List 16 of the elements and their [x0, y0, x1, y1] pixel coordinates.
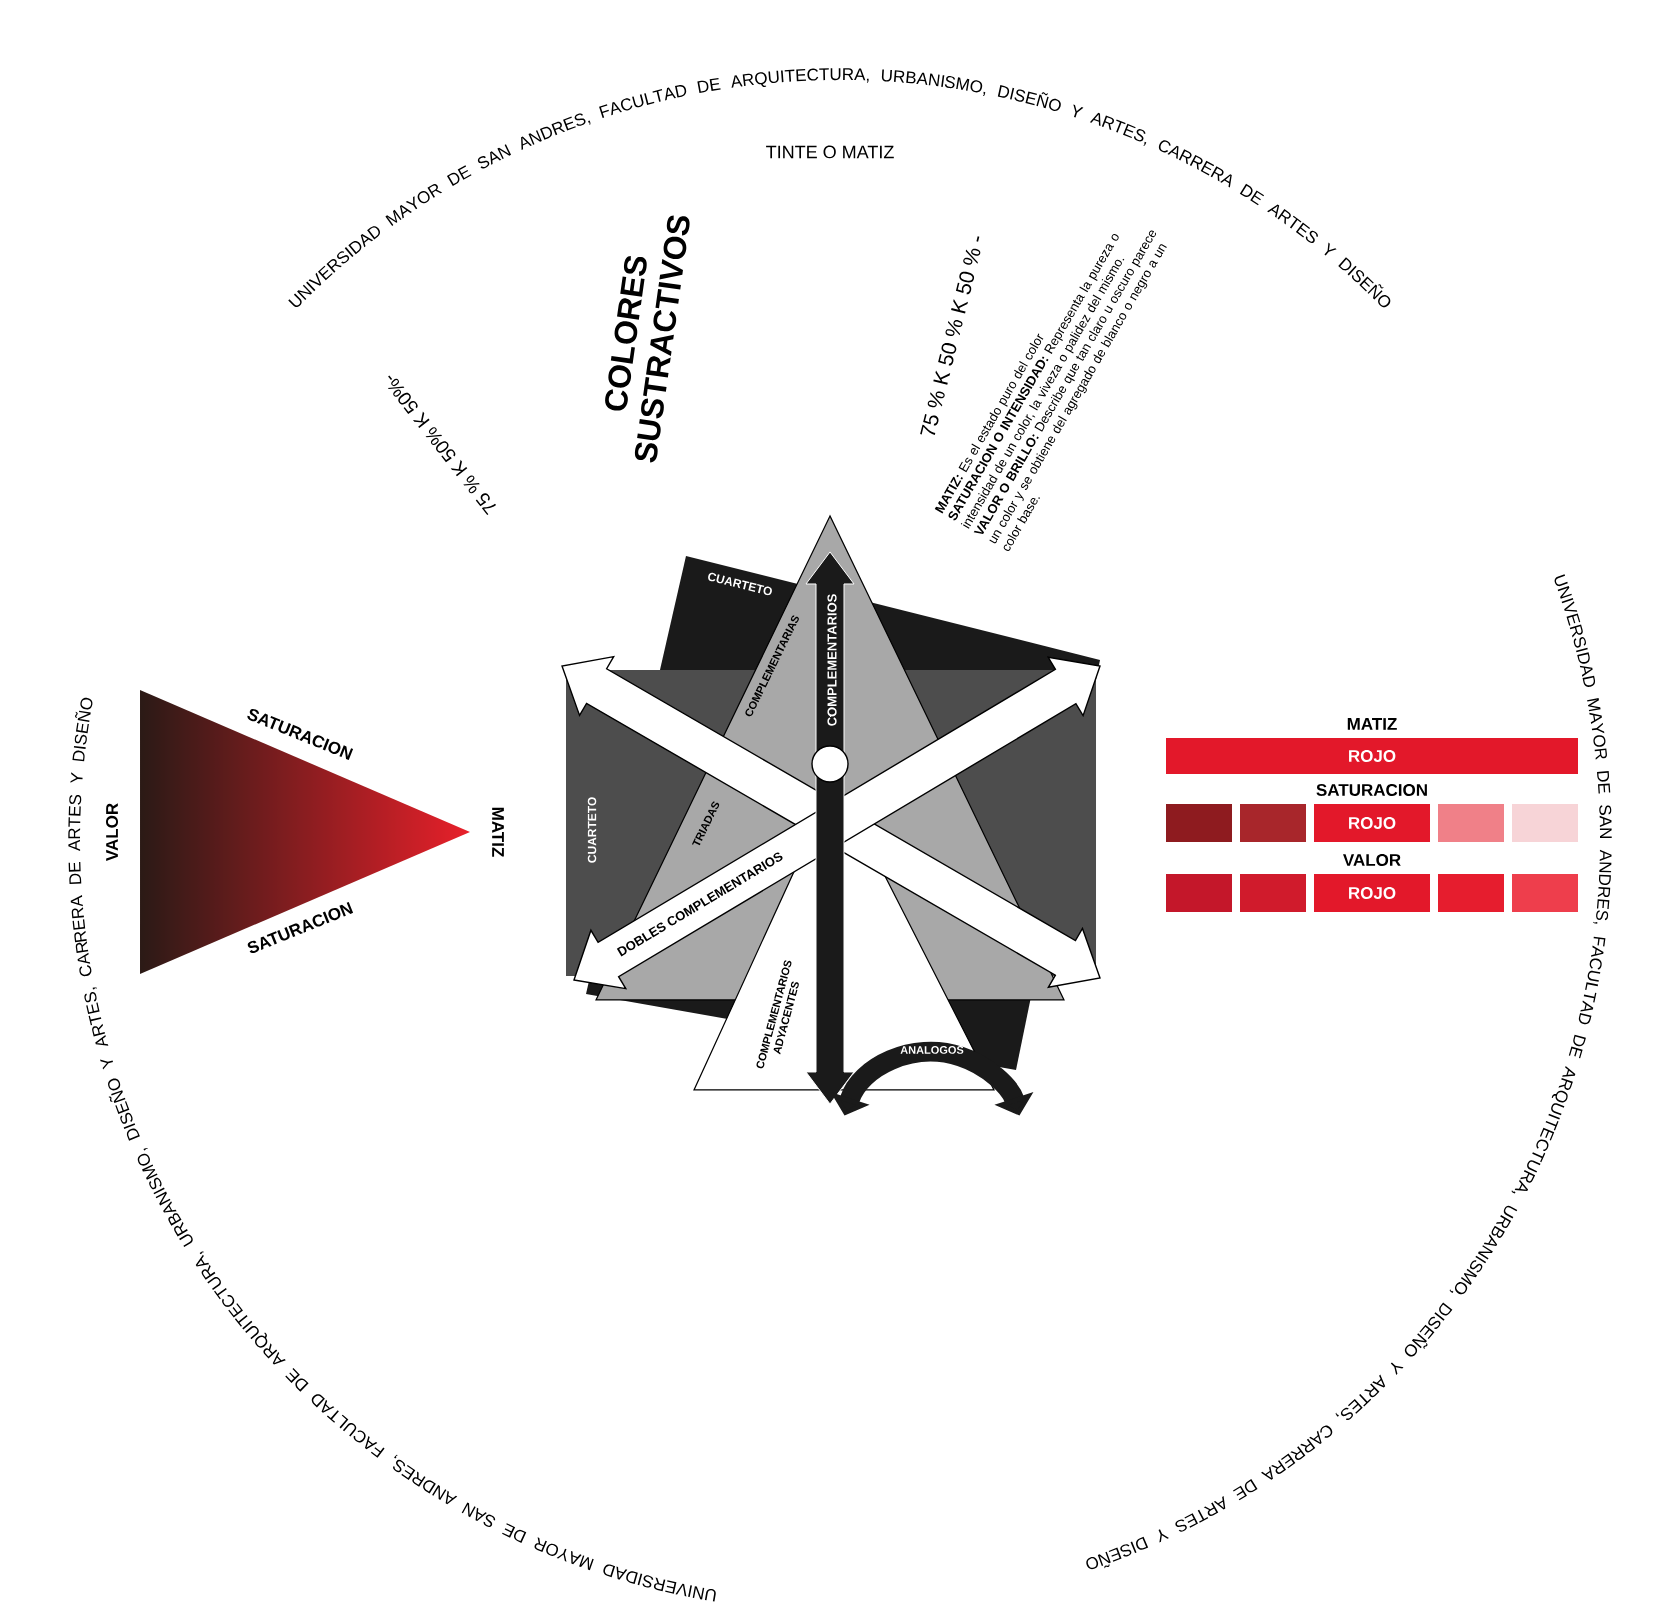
color-swatch — [1438, 874, 1504, 912]
percentage-text: 75 % K 50 % K 50 % - — [920, 236, 981, 435]
color-bar: ROJO — [1166, 738, 1578, 774]
color-swatch — [1166, 874, 1232, 912]
axis-label: MATIZ — [492, 807, 504, 857]
color-swatch — [1166, 803, 1232, 842]
color-swatch — [1512, 803, 1578, 842]
heading: TINTE O MATIZ — [766, 145, 894, 159]
color-swatch — [1512, 874, 1578, 912]
color-swatch — [1438, 803, 1504, 842]
color-swatch — [1240, 803, 1306, 842]
color-swatch — [1240, 874, 1306, 912]
row-heading: VALOR — [1343, 853, 1401, 866]
row-heading: MATIZ — [1347, 718, 1397, 730]
axis-label: VALOR — [106, 803, 118, 861]
row-heading: SATURACION — [1316, 783, 1427, 796]
